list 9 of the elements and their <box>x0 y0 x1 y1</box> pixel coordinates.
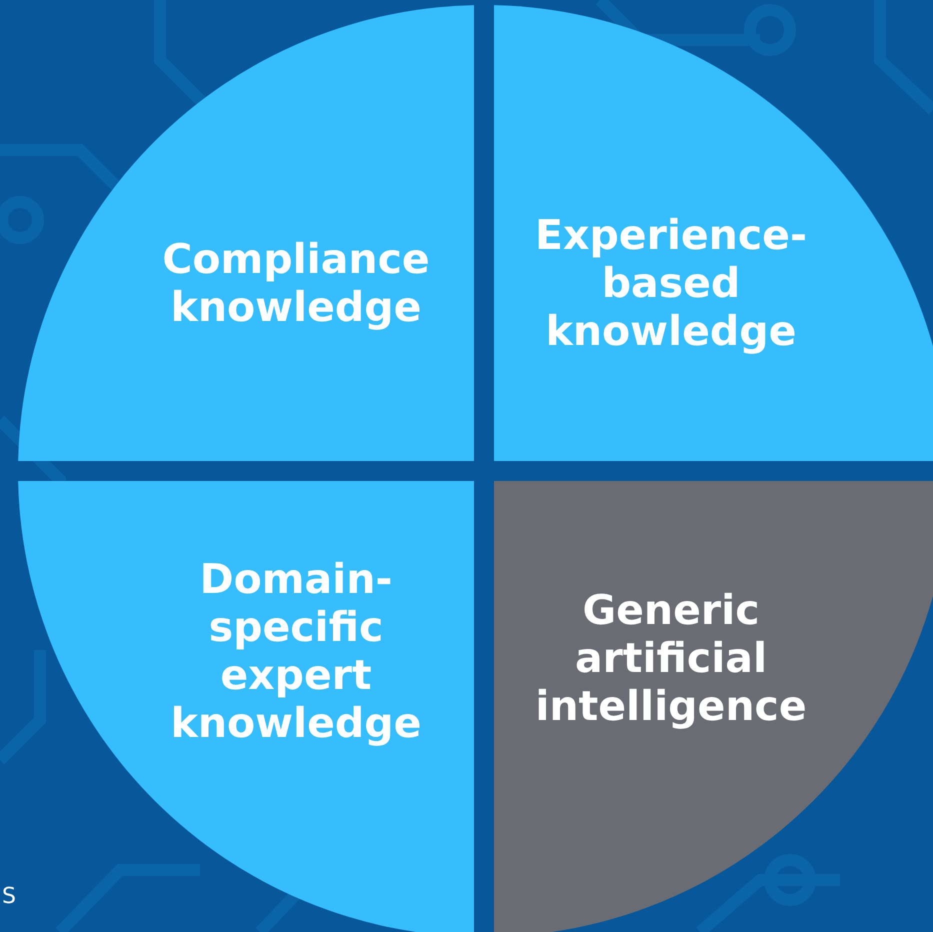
quadrant-label: Experience-based knowledge <box>534 211 808 355</box>
quadrant-label: Generic artificial intelligence <box>534 586 808 730</box>
pie-quadrant <box>494 481 933 932</box>
pie-quadrant <box>18 481 474 932</box>
pie-quadrant <box>18 5 474 461</box>
quadrant-label: Compliance knowledge <box>161 235 431 331</box>
quadrant-label: Domain-specific expert knowledge <box>170 555 422 747</box>
pie-quadrant <box>494 5 933 461</box>
corner-text: S <box>2 884 16 909</box>
